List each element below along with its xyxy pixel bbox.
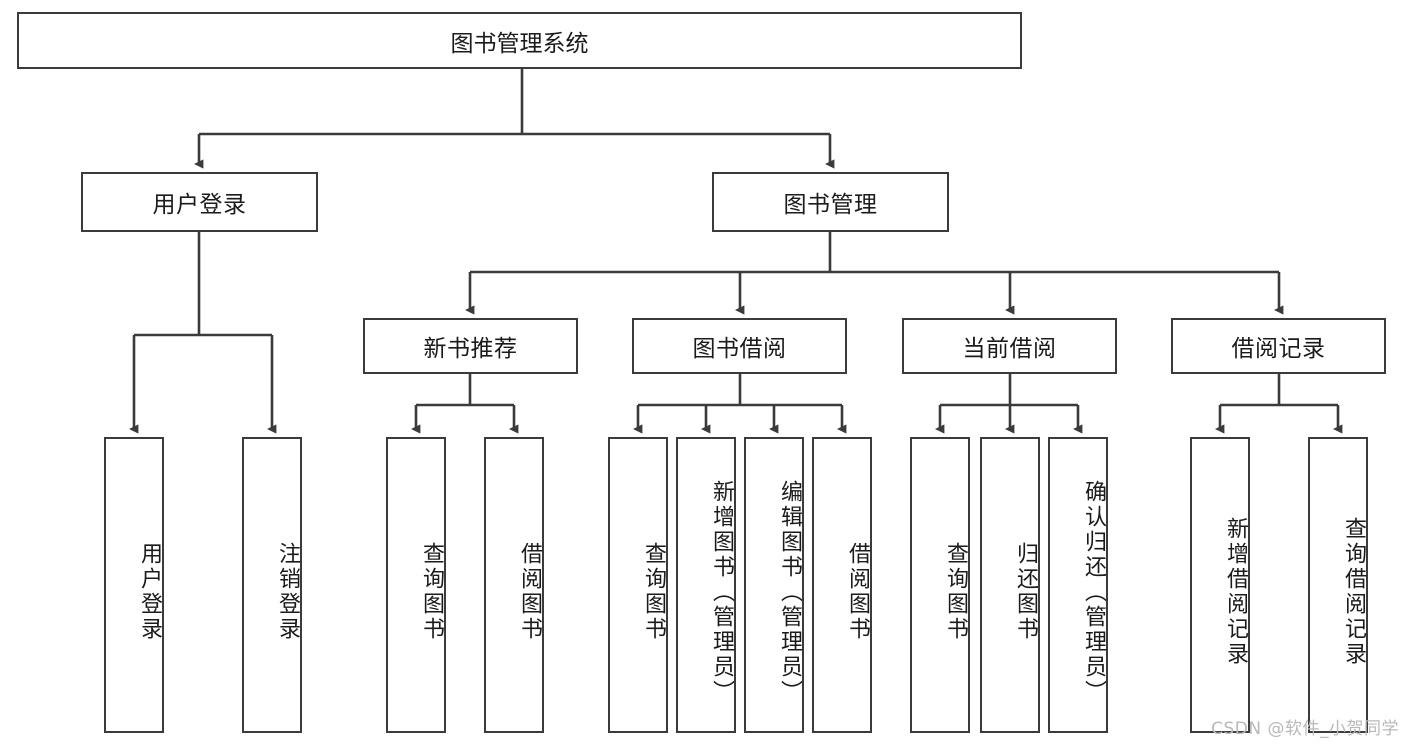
leaf-query-books-recommend-label: 查询图书 <box>419 542 444 642</box>
leaf-add-borrow-record[interactable]: 新增借阅记录 <box>1190 437 1250 733</box>
leaf-logout-label: 注销登录 <box>275 542 300 642</box>
node-book-borrow-label: 图书借阅 <box>692 336 787 362</box>
leaf-confirm-return-admin-label: 确认归还（管理员） <box>1081 479 1106 705</box>
node-user-login-label: 用户登录 <box>152 192 247 218</box>
leaf-query-borrow-record-label: 查询借阅记录 <box>1341 517 1366 667</box>
leaf-query-books-borrow-label: 查询图书 <box>641 542 666 642</box>
leaf-add-book-admin[interactable]: 新增图书（管理员） <box>676 437 736 733</box>
node-current-borrow[interactable]: 当前借阅 <box>902 318 1117 374</box>
leaf-add-borrow-record-label: 新增借阅记录 <box>1223 517 1248 667</box>
leaf-query-borrow-record[interactable]: 查询借阅记录 <box>1308 437 1368 733</box>
leaf-return-book-label: 归还图书 <box>1013 542 1038 642</box>
leaf-lend-book[interactable]: 借阅图书 <box>812 437 872 733</box>
leaf-edit-book-admin-label: 编辑图书（管理员） <box>777 479 802 705</box>
leaf-lend-book-label: 借阅图书 <box>845 542 870 642</box>
node-current-borrow-label: 当前借阅 <box>962 336 1057 362</box>
leaf-user-login-label: 用户登录 <box>137 542 162 642</box>
node-new-book-recommend-label: 新书推荐 <box>423 336 518 362</box>
leaf-logout[interactable]: 注销登录 <box>242 437 302 733</box>
node-book-borrow[interactable]: 图书借阅 <box>632 318 847 374</box>
leaf-return-book[interactable]: 归还图书 <box>980 437 1040 733</box>
node-book-management-label: 图书管理 <box>783 192 878 218</box>
leaf-edit-book-admin[interactable]: 编辑图书（管理员） <box>744 437 804 733</box>
leaf-user-login[interactable]: 用户登录 <box>104 437 164 733</box>
leaf-query-books-current-label: 查询图书 <box>943 542 968 642</box>
leaf-confirm-return-admin[interactable]: 确认归还（管理员） <box>1048 437 1108 733</box>
leaf-borrow-books-recommend-label: 借阅图书 <box>517 542 542 642</box>
node-user-login[interactable]: 用户登录 <box>81 172 318 232</box>
node-new-book-recommend[interactable]: 新书推荐 <box>363 318 578 374</box>
node-borrow-records-label: 借阅记录 <box>1231 336 1326 362</box>
node-borrow-records[interactable]: 借阅记录 <box>1171 318 1386 374</box>
leaf-query-books-recommend[interactable]: 查询图书 <box>386 437 446 733</box>
leaf-borrow-books-recommend[interactable]: 借阅图书 <box>484 437 544 733</box>
leaf-query-books-current[interactable]: 查询图书 <box>910 437 970 733</box>
leaf-query-books-borrow[interactable]: 查询图书 <box>608 437 668 733</box>
leaf-add-book-admin-label: 新增图书（管理员） <box>709 479 734 705</box>
watermark: CSDN @软件_小贺同学 <box>1211 719 1399 739</box>
node-root-label: 图书管理系统 <box>450 30 589 57</box>
node-root[interactable]: 图书管理系统 <box>17 12 1022 69</box>
node-book-management[interactable]: 图书管理 <box>712 172 949 232</box>
